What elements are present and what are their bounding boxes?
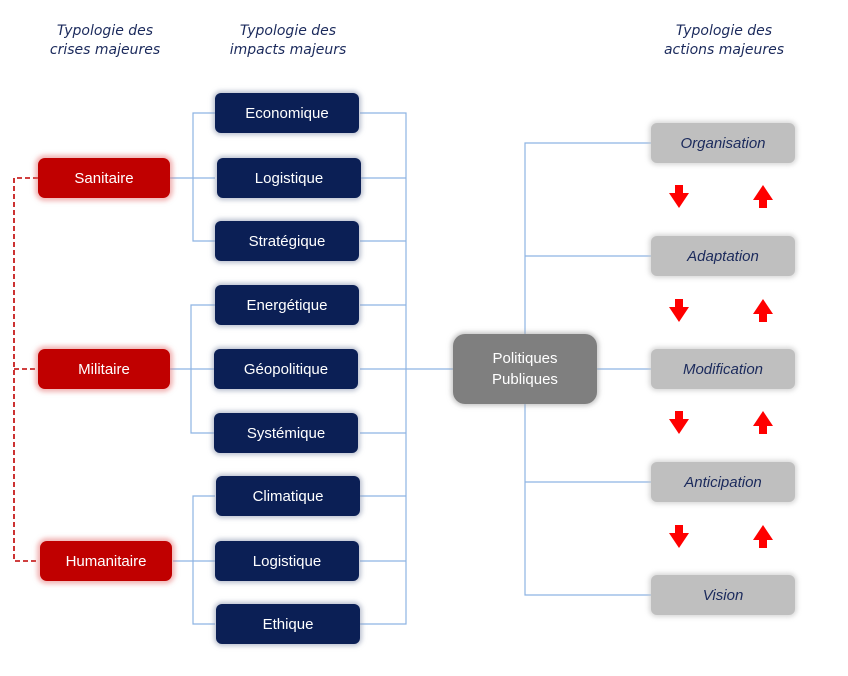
impact-center-connectors <box>360 112 453 625</box>
heading-crises: Typologie des crises majeures <box>40 22 170 60</box>
center-line2: Publiques <box>492 371 558 388</box>
crisis-box-humanitaire: Humanitaire <box>40 541 172 581</box>
crisis-dashed-link <box>13 177 38 562</box>
heading-impacts-line2: impacts majeurs <box>229 42 347 58</box>
up-arrow-icon <box>753 411 773 434</box>
center-box-politiques-publiques: Politiques Publiques <box>453 334 597 404</box>
crisis-box-militaire: Militaire <box>38 349 170 389</box>
action-box-vision: Vision <box>651 575 795 615</box>
impact-box-ethique: Ethique <box>216 604 360 644</box>
heading-crises-line1: Typologie des <box>56 23 154 39</box>
up-arrow-icon <box>753 525 773 548</box>
down-arrow-icon <box>669 525 689 548</box>
impact-box-logistique-2: Logistique <box>215 541 359 581</box>
action-arrows <box>669 185 773 548</box>
impact-box-climatique: Climatique <box>216 476 360 516</box>
action-box-adaptation: Adaptation <box>651 236 795 276</box>
impact-box-geopolitique: Géopolitique <box>214 349 358 389</box>
action-box-organisation: Organisation <box>651 123 795 163</box>
crisis-box-sanitaire: Sanitaire <box>38 158 170 198</box>
heading-impacts: Typologie des impacts majeurs <box>218 22 358 60</box>
action-box-modification: Modification <box>651 349 795 389</box>
up-arrow-icon <box>753 299 773 322</box>
crisis-impact-connectors <box>170 112 215 625</box>
down-arrow-icon <box>669 185 689 208</box>
impact-box-systemique: Systémique <box>214 413 358 453</box>
heading-actions-line1: Typologie des <box>675 23 773 39</box>
impact-box-economique: Economique <box>215 93 359 133</box>
impact-box-strategique: Stratégique <box>215 221 359 261</box>
down-arrow-icon <box>669 299 689 322</box>
heading-impacts-line1: Typologie des <box>239 23 337 39</box>
heading-actions-line2: actions majeures <box>663 42 785 58</box>
up-arrow-icon <box>753 185 773 208</box>
impact-box-logistique-1: Logistique <box>217 158 361 198</box>
down-arrow-icon <box>669 411 689 434</box>
center-line1: Politiques <box>492 350 558 367</box>
heading-crises-line2: crises majeures <box>49 42 161 58</box>
action-box-anticipation: Anticipation <box>651 462 795 502</box>
impact-box-energetique: Energétique <box>215 285 359 325</box>
heading-actions: Typologie des actions majeures <box>652 22 796 60</box>
